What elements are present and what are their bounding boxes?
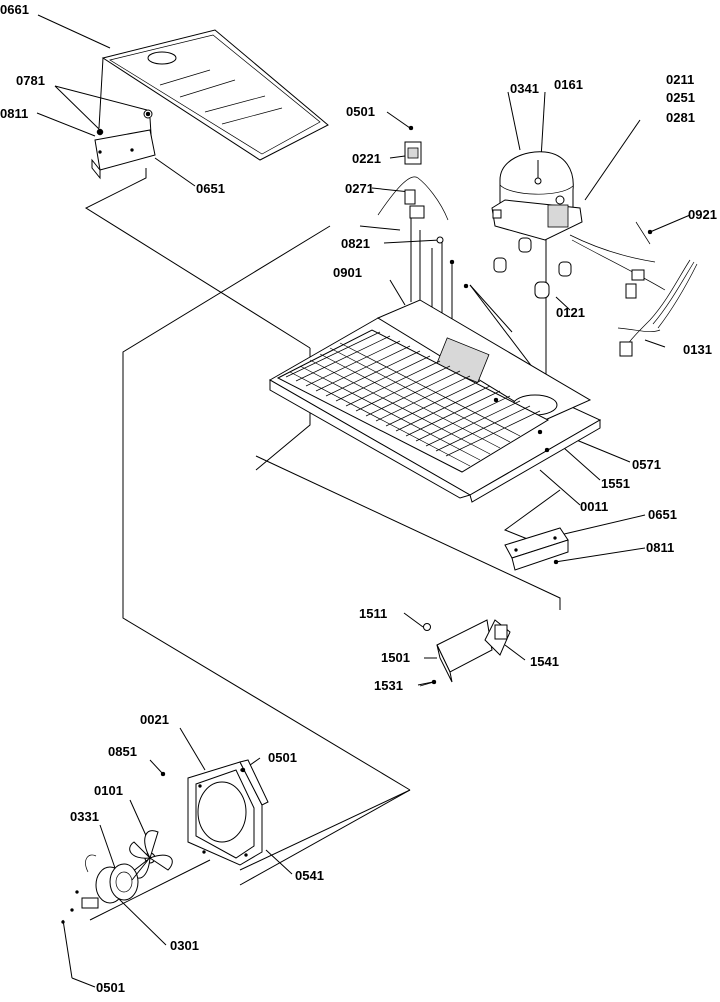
callout-label: 1501 [381, 650, 410, 665]
callout-label: 0501 [268, 750, 297, 765]
callout-label: 0501 [346, 104, 375, 119]
left-bracket-part [91, 109, 156, 180]
callout-label: 1511 [359, 606, 387, 621]
right-bracket-part [504, 527, 569, 571]
callout-label: 0021 [140, 712, 169, 727]
callout-label: 1541 [530, 654, 559, 669]
callout-label: 0811 [0, 106, 28, 121]
callout-label: 1531 [374, 678, 403, 693]
callout-label: 0161 [554, 77, 583, 92]
callout-label: 0011 [580, 499, 608, 514]
callout-label: 0251 [666, 90, 695, 105]
fan-motor-part [61, 854, 149, 924]
relay-part [404, 125, 422, 165]
callout-label: 0661 [0, 2, 29, 17]
callout-label: 0221 [352, 151, 381, 166]
callout-label: 0651 [196, 181, 225, 196]
callout-label: 0781 [16, 73, 45, 88]
fan-blade-part [129, 830, 173, 879]
callout-label: 0571 [632, 457, 661, 472]
callout-label: 0341 [510, 81, 539, 96]
callout-label: 0101 [94, 783, 123, 798]
fan-shroud-part [160, 759, 269, 866]
callout-label: 0821 [341, 236, 370, 251]
harness-part [377, 176, 449, 244]
compressor-part [491, 151, 698, 357]
callout-label: 0281 [666, 110, 695, 125]
cover-plate-part [101, 29, 329, 161]
callout-label: 0331 [70, 809, 99, 824]
callout-label: 0651 [648, 507, 677, 522]
callout-label: 0121 [556, 305, 585, 320]
condenser-coil [276, 329, 550, 473]
callout-label: 0541 [295, 868, 324, 883]
callout-label: 0901 [333, 265, 362, 280]
callout-label: 0501 [96, 980, 125, 995]
callout-label: 0131 [683, 342, 712, 357]
callout-label: 0811 [646, 540, 674, 555]
lower-bracket-part [419, 619, 511, 687]
callout-label: 1551 [601, 476, 630, 491]
callout-label: 0851 [108, 744, 137, 759]
callout-label: 0211 [666, 72, 694, 87]
callout-label: 0921 [688, 207, 717, 222]
callout-label: 0271 [345, 181, 374, 196]
callout-label: 0301 [170, 938, 199, 953]
condenser-tray-part [268, 259, 602, 503]
